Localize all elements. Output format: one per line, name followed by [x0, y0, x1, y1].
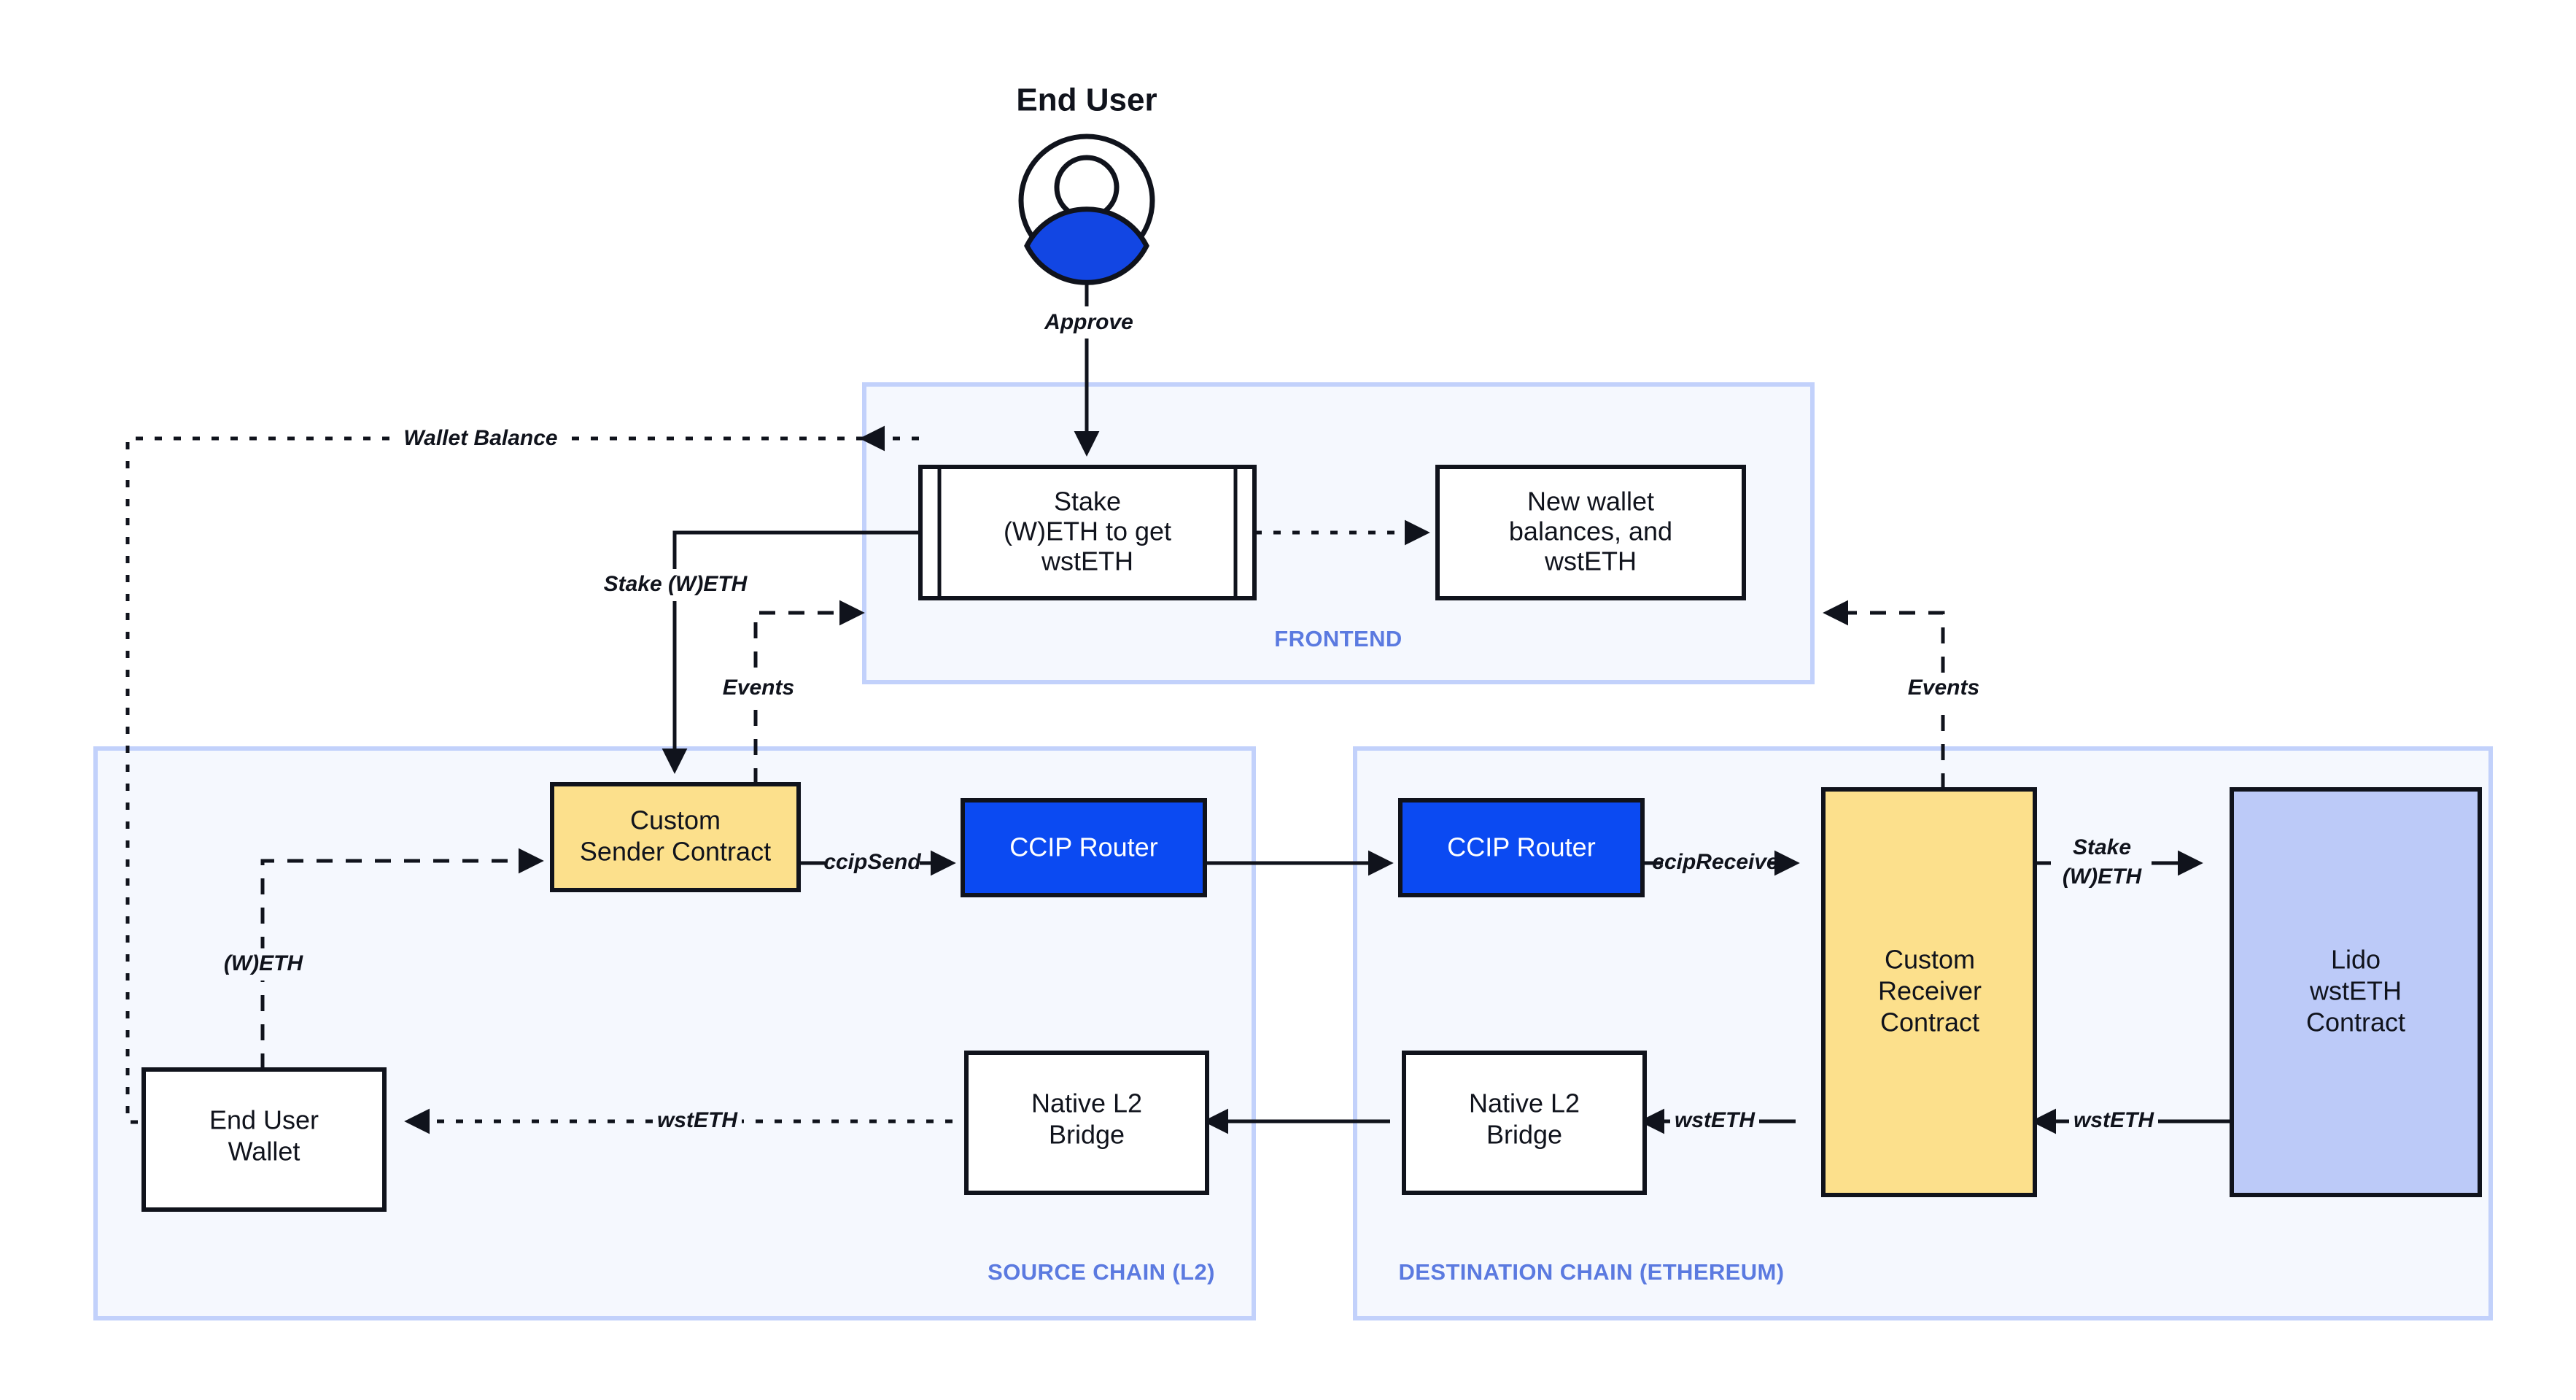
- edge-label-events-source: Events: [723, 676, 794, 700]
- node-native-l2-bridge-source-rect[interactable]: [964, 1051, 1209, 1195]
- edge-label-stake-weth: Stake (W)ETH: [604, 572, 748, 596]
- node-ccip-router-source-label: CCIP Router: [1009, 832, 1157, 862]
- node-new-balances-line1: New wallet: [1527, 487, 1654, 517]
- edge-label-stake-dst-line2: (W)ETH: [2063, 865, 2143, 889]
- label-bg-wsteth-left: [653, 1105, 742, 1137]
- node-custom-receiver-rect[interactable]: [1821, 787, 2037, 1197]
- edge-label-ccipreceive: ccipReceive: [1652, 850, 1778, 874]
- edge-label-stake-dst-line1: Stake: [2073, 835, 2131, 859]
- user-body-icon: [1024, 206, 1149, 285]
- label-bg-ccipsend: [825, 847, 920, 879]
- label-bg-stake-weth: [594, 569, 756, 601]
- label-bg-events-right: [1897, 673, 1990, 705]
- node-new-balances-line2: balances, and: [1509, 517, 1672, 546]
- edge-label-ccipsend: ccipSend: [823, 850, 921, 874]
- node-stake-form-line2: (W)ETH to get: [1004, 517, 1171, 546]
- zone-source-chain-label: SOURCE CHAIN (L2): [988, 1259, 1215, 1285]
- node-stake-form[interactable]: Stake (W)ETH to get wstETH: [918, 465, 1257, 600]
- node-end-user-wallet-rect[interactable]: [141, 1067, 387, 1212]
- label-bg-weth: [215, 948, 311, 981]
- node-new-balances-rect[interactable]: [1435, 465, 1746, 600]
- zone-destination-chain-label: DESTINATION CHAIN (ETHEREUM): [1399, 1259, 1785, 1285]
- node-end-user-wallet-line1: End User: [209, 1105, 319, 1135]
- label-bg-ccipreceive: [1663, 847, 1769, 879]
- connector-weth-to-sender: [260, 848, 544, 1070]
- node-custom-sender-line2: Sender Contract: [580, 837, 771, 867]
- edge-labels: Approve Wallet Balance Stake (W)ETH Even…: [215, 306, 2158, 1137]
- connector-stake-weth: [662, 530, 920, 774]
- node-native-l2-bridge-destination-line2: Bridge: [1486, 1120, 1562, 1150]
- node-ccip-router-destination-label: CCIP Router: [1447, 832, 1595, 862]
- node-new-balances[interactable]: New wallet balances, and wstETH: [1435, 465, 1746, 600]
- node-lido-wsteth-line1: Lido: [2331, 945, 2381, 975]
- node-native-l2-bridge-source-line2: Bridge: [1049, 1120, 1125, 1150]
- node-stake-form-line1: Stake: [1054, 487, 1121, 517]
- connector-wallet-balance: [125, 436, 864, 1124]
- node-ccip-router-source[interactable]: CCIP Router: [961, 798, 1207, 897]
- end-user-actor: End User: [1016, 82, 1157, 285]
- node-native-l2-bridge-source[interactable]: Native L2 Bridge: [964, 1051, 1209, 1195]
- node-native-l2-bridge-destination-line1: Native L2: [1469, 1088, 1580, 1118]
- connector-events-source: [753, 600, 865, 784]
- node-lido-wsteth-line2: wstETH: [2309, 976, 2402, 1006]
- node-custom-receiver-contract[interactable]: Custom Receiver Contract: [1821, 787, 2037, 1197]
- node-ccip-router-destination[interactable]: CCIP Router: [1398, 798, 1645, 897]
- label-bg-wallet-balance: [400, 423, 562, 455]
- label-bg-wsteth-mid: [1670, 1105, 1759, 1137]
- node-custom-receiver-line3: Contract: [1880, 1008, 1979, 1037]
- node-custom-sender-contract[interactable]: Custom Sender Contract: [550, 782, 801, 892]
- node-native-l2-bridge-source-line1: Native L2: [1031, 1088, 1142, 1118]
- node-ccip-router-source-rect[interactable]: [961, 798, 1207, 897]
- node-custom-receiver-line2: Receiver: [1878, 976, 1982, 1006]
- node-custom-sender-line1: Custom: [630, 805, 721, 835]
- node-custom-sender-rect[interactable]: [550, 782, 801, 892]
- node-native-l2-bridge-destination[interactable]: Native L2 Bridge: [1402, 1051, 1647, 1195]
- edge-label-events-destination: Events: [1908, 676, 1979, 700]
- node-stake-form-line3: wstETH: [1041, 546, 1133, 576]
- node-custom-receiver-line1: Custom: [1885, 945, 1975, 975]
- label-bg-wsteth-right: [2069, 1105, 2158, 1137]
- edge-label-approve: Approve: [1044, 310, 1133, 334]
- end-user-title: End User: [1016, 82, 1157, 118]
- node-lido-wsteth-line3: Contract: [2306, 1008, 2405, 1037]
- node-lido-wsteth-contract[interactable]: Lido wstETH Contract: [2230, 787, 2482, 1197]
- node-ccip-router-destination-rect[interactable]: [1398, 798, 1645, 897]
- node-lido-wsteth-rect[interactable]: [2230, 787, 2482, 1197]
- edge-label-weth: (W)ETH: [224, 951, 304, 975]
- node-end-user-wallet[interactable]: End User Wallet: [141, 1067, 387, 1212]
- edge-label-wsteth-left: wstETH: [657, 1108, 738, 1132]
- connector-events-destination: [1823, 600, 1945, 789]
- node-end-user-wallet-line2: Wallet: [228, 1137, 300, 1167]
- label-bg-events-left: [711, 673, 804, 705]
- label-bg-approve: [1034, 306, 1144, 339]
- node-new-balances-line3: wstETH: [1544, 546, 1637, 576]
- node-native-l2-bridge-destination-rect[interactable]: [1402, 1051, 1647, 1195]
- edge-label-wsteth-mid: wstETH: [1675, 1108, 1756, 1132]
- node-stake-form-rect[interactable]: [918, 465, 1257, 600]
- label-bg-stake-dst: [2051, 832, 2152, 897]
- zone-frontend-label: FRONTEND: [1274, 626, 1402, 651]
- edge-label-wallet-balance: Wallet Balance: [403, 426, 557, 450]
- edge-label-wsteth-right: wstETH: [2073, 1108, 2154, 1132]
